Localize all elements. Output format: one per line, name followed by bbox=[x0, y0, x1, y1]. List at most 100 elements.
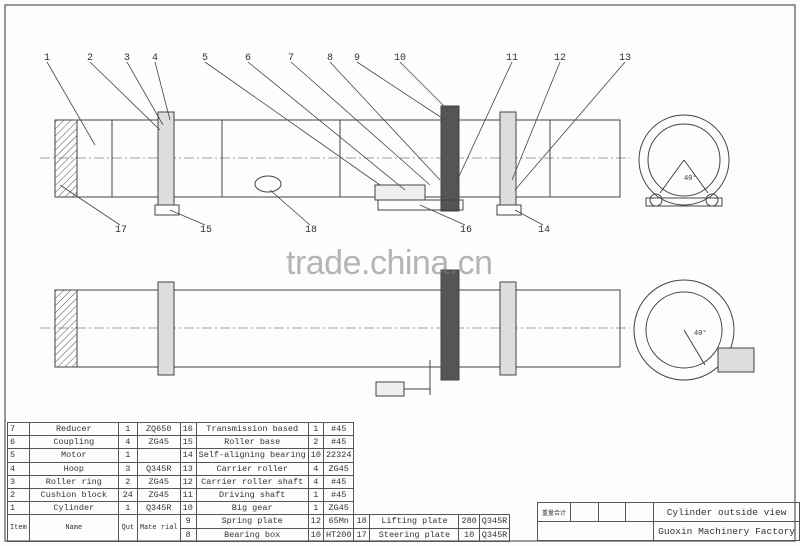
quantity: 24 bbox=[117, 487, 138, 503]
cylinder-side-view-bottom bbox=[40, 269, 630, 397]
callout-6: 6 bbox=[245, 53, 251, 64]
callout-4: 4 bbox=[152, 53, 158, 64]
angle-label: 40° bbox=[694, 329, 707, 338]
quantity: 1 bbox=[117, 448, 138, 463]
item-no: 9 bbox=[179, 514, 197, 529]
part-name: Bearing box bbox=[195, 527, 309, 542]
part-name: Coupling bbox=[28, 435, 119, 450]
quantity: 12 bbox=[307, 514, 324, 529]
quantity: 1 bbox=[117, 501, 138, 516]
item-no: 2 bbox=[7, 487, 30, 503]
cylinder-end-view-top: 40° bbox=[638, 114, 730, 207]
item-no: 5 bbox=[7, 448, 30, 463]
item-no: 10 bbox=[179, 501, 197, 516]
part-name: Carrier roller bbox=[195, 461, 309, 476]
watermark: trade.china.cn bbox=[286, 244, 493, 282]
part-name: Motor bbox=[28, 448, 119, 463]
part-name: Big gear bbox=[195, 501, 309, 516]
header-name: Name bbox=[28, 514, 119, 542]
drawing-title: Cylinder outside view bbox=[653, 502, 800, 522]
quantity: 10 bbox=[307, 448, 324, 463]
item-no: 6 bbox=[7, 435, 30, 450]
material: Q345R bbox=[478, 514, 511, 529]
material: Q345R bbox=[136, 461, 181, 476]
stamp-label: 重量合计 bbox=[536, 502, 572, 522]
quantity: 280 bbox=[458, 514, 480, 529]
material: ZG45 bbox=[322, 501, 355, 516]
material: ZG45 bbox=[136, 474, 181, 489]
header-item: Item bbox=[7, 514, 30, 542]
material: ZG45 bbox=[322, 461, 355, 476]
quantity: 10 bbox=[307, 527, 324, 542]
material: ZG45 bbox=[136, 435, 181, 450]
material: #45 bbox=[322, 435, 355, 450]
callout-7: 7 bbox=[288, 53, 294, 64]
quantity: 2 bbox=[307, 435, 324, 450]
part-name: Spring plate bbox=[195, 514, 309, 529]
quantity: 1 bbox=[307, 501, 324, 516]
callout-18: 18 bbox=[305, 225, 317, 236]
part-name: Self-aligning bearing bbox=[195, 448, 309, 463]
item-no: 15 bbox=[179, 435, 197, 450]
item-no: 17 bbox=[353, 527, 371, 542]
title-block: 重量合计 Cylinder outside view Guoxin Machin… bbox=[536, 502, 800, 541]
callout-13: 13 bbox=[619, 53, 631, 64]
callout-numbers: 1 2 3 4 5 6 7 8 9 10 11 12 13 17 15 18 1… bbox=[44, 53, 631, 236]
header-qty: Qut bbox=[117, 514, 138, 542]
part-name: Cylinder bbox=[28, 501, 119, 516]
part-name: Lifting plate bbox=[369, 514, 460, 529]
part-name: Reducer bbox=[28, 421, 119, 437]
callout-9: 9 bbox=[354, 53, 360, 64]
callout-16: 16 bbox=[460, 225, 472, 236]
header-material: Mate rial bbox=[136, 514, 181, 542]
callout-8: 8 bbox=[327, 53, 333, 64]
material: #45 bbox=[322, 474, 355, 489]
quantity: 3 bbox=[117, 461, 138, 476]
callout-14: 14 bbox=[538, 225, 550, 236]
material: #45 bbox=[322, 421, 355, 437]
part-name: Transmission based bbox=[195, 421, 309, 437]
callout-12: 12 bbox=[554, 53, 566, 64]
quantity: 4 bbox=[307, 461, 324, 476]
quantity: 10 bbox=[458, 527, 480, 542]
part-name: Steering plate bbox=[369, 527, 460, 542]
item-no: 11 bbox=[179, 487, 197, 503]
quantity: 1 bbox=[307, 421, 324, 437]
quantity: 1 bbox=[117, 421, 138, 437]
item-no: 12 bbox=[179, 474, 197, 489]
material: 65Mn bbox=[322, 514, 355, 529]
callout-3: 3 bbox=[124, 53, 130, 64]
quantity: 4 bbox=[307, 474, 324, 489]
quantity: 4 bbox=[117, 435, 138, 450]
item-no: 3 bbox=[7, 474, 30, 489]
quantity: 2 bbox=[117, 474, 138, 489]
item-no: 14 bbox=[179, 448, 197, 463]
callout-2: 2 bbox=[87, 53, 93, 64]
angle-label: 40° bbox=[684, 174, 697, 183]
callout-5: 5 bbox=[202, 53, 208, 64]
part-name: Hoop bbox=[28, 461, 119, 476]
material: ZQ650 bbox=[136, 421, 181, 437]
callout-leaders bbox=[46, 61, 626, 226]
item-no: 1 bbox=[7, 501, 30, 516]
material: HT200 bbox=[322, 527, 355, 542]
company-name: Guoxin Machinery Factory bbox=[653, 521, 800, 541]
item-no: 16 bbox=[179, 421, 197, 437]
callout-15: 15 bbox=[200, 225, 212, 236]
item-no: 4 bbox=[7, 461, 30, 476]
callout-1: 1 bbox=[44, 53, 50, 64]
part-name: Roller ring bbox=[28, 474, 119, 489]
callout-11: 11 bbox=[506, 53, 518, 64]
part-name: Cushion block bbox=[28, 487, 119, 503]
